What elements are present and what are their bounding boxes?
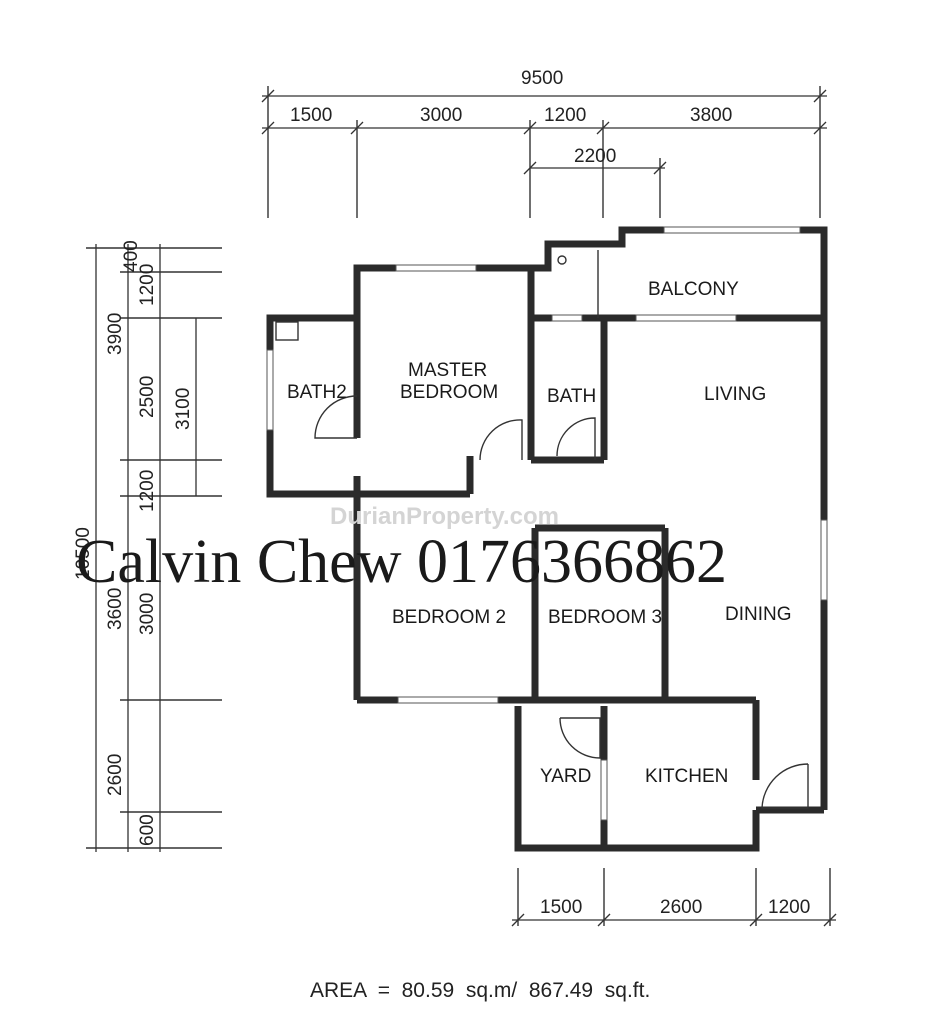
dim-top-3: 1200 <box>544 105 586 126</box>
dim-left-outer-3: 2600 <box>105 754 126 796</box>
dim-left-inner-2: 1200 <box>137 264 158 306</box>
room-label-bedroom2: BEDROOM 2 <box>392 607 506 628</box>
room-label-bedroom3: BEDROOM 3 <box>548 607 662 628</box>
room-labels: BALCONY MASTER BEDROOM BATH2 BATH LIVING… <box>287 279 792 787</box>
room-label-yard: YARD <box>540 766 591 787</box>
room-label-dining: DINING <box>725 604 792 625</box>
left-dimensions: 3900 10500 3600 2600 600 400 1200 2500 1… <box>73 240 222 852</box>
bottom-dimensions: 1500 2600 1200 <box>511 868 837 927</box>
windows <box>266 226 828 821</box>
room-label-living: LIVING <box>704 384 766 405</box>
site-watermark: DurianProperty.com <box>330 503 559 530</box>
top-dimensions: 9500 1500 3000 1200 3800 2200 <box>261 68 827 218</box>
dim-top-1: 1500 <box>290 105 332 126</box>
room-label-balcony: BALCONY <box>648 279 739 300</box>
room-label-bath2: BATH2 <box>287 382 347 403</box>
dim-left-inner-3: 2500 <box>137 376 158 418</box>
room-label-bath: BATH <box>547 386 596 407</box>
dim-bottom-3: 1200 <box>768 897 810 918</box>
dim-top-2: 3000 <box>420 105 462 126</box>
room-label-master-2: BEDROOM <box>400 382 498 403</box>
dim-top-total: 9500 <box>521 68 563 89</box>
dim-left-outer-4: 600 <box>137 814 158 846</box>
agent-watermark: Calvin Chew 0176366862 <box>76 528 727 596</box>
dim-top-inner: 2200 <box>574 146 616 167</box>
dim-top-4: 3800 <box>690 105 732 126</box>
dim-bottom-2: 2600 <box>660 897 702 918</box>
dim-left-outer-2: 3600 <box>105 588 126 630</box>
room-label-kitchen: KITCHEN <box>645 766 728 787</box>
doors <box>275 250 809 809</box>
dim-left-inner2: 3100 <box>173 388 194 430</box>
dim-left-outer-1: 3900 <box>105 313 126 355</box>
dim-left-inner-1: 400 <box>121 240 142 272</box>
dim-bottom-1: 1500 <box>540 897 582 918</box>
dim-left-inner-5: 3000 <box>137 593 158 635</box>
room-label-master-1: MASTER <box>408 360 487 381</box>
dim-left-inner-4: 1200 <box>137 470 158 512</box>
dim-left-total: 10500 <box>73 527 94 580</box>
area-text: AREA = 80.59 sq.m/ 867.49 sq.ft. <box>310 979 650 1002</box>
